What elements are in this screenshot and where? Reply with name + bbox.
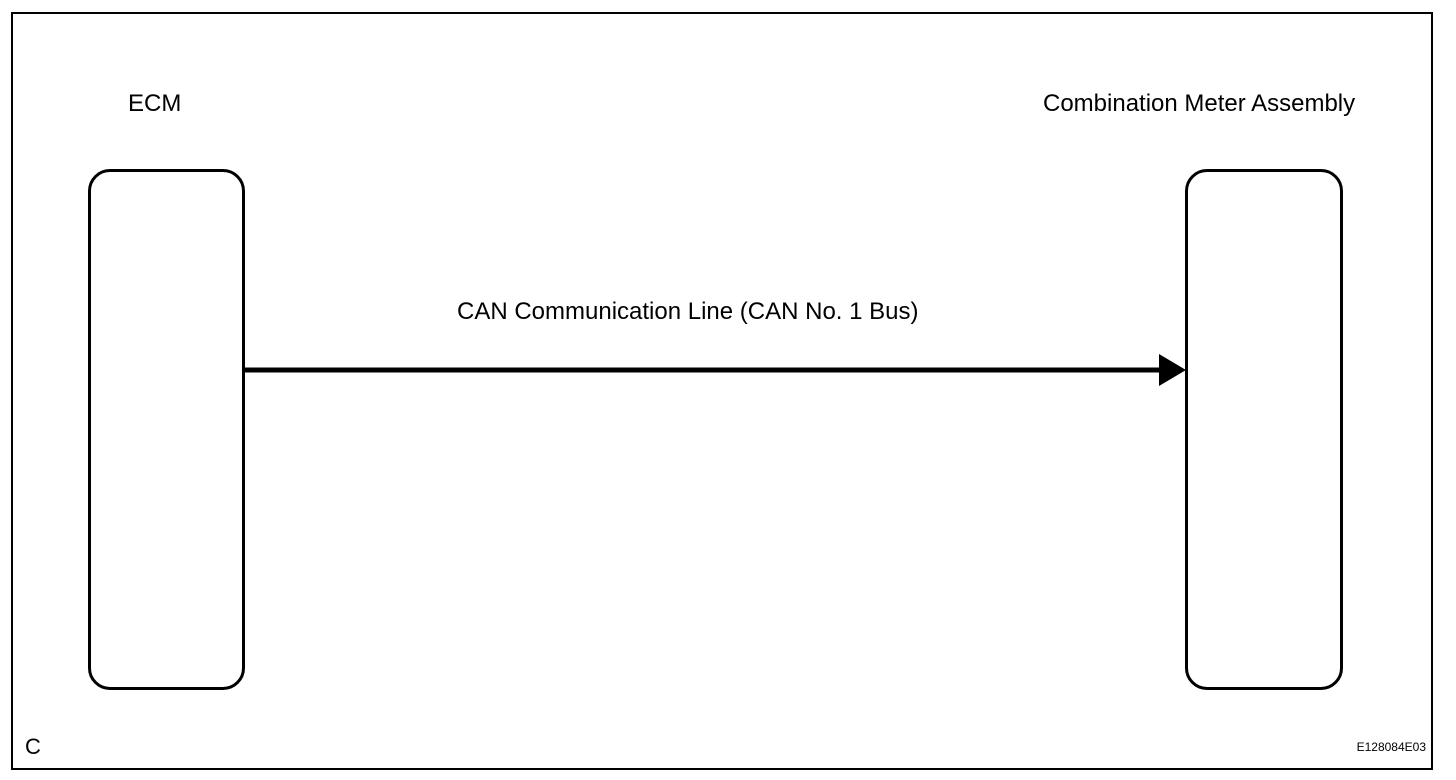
can-line-label: CAN Communication Line (CAN No. 1 Bus) (457, 298, 919, 325)
ecm-label: ECM (128, 90, 182, 117)
diagram-frame (11, 12, 1433, 770)
figure-code: E128084E03 (1356, 740, 1426, 754)
corner-label: C (25, 734, 41, 759)
combination-meter-box (1185, 169, 1343, 690)
combination-meter-label: Combination Meter Assembly (1043, 90, 1356, 117)
ecm-box (88, 169, 245, 690)
